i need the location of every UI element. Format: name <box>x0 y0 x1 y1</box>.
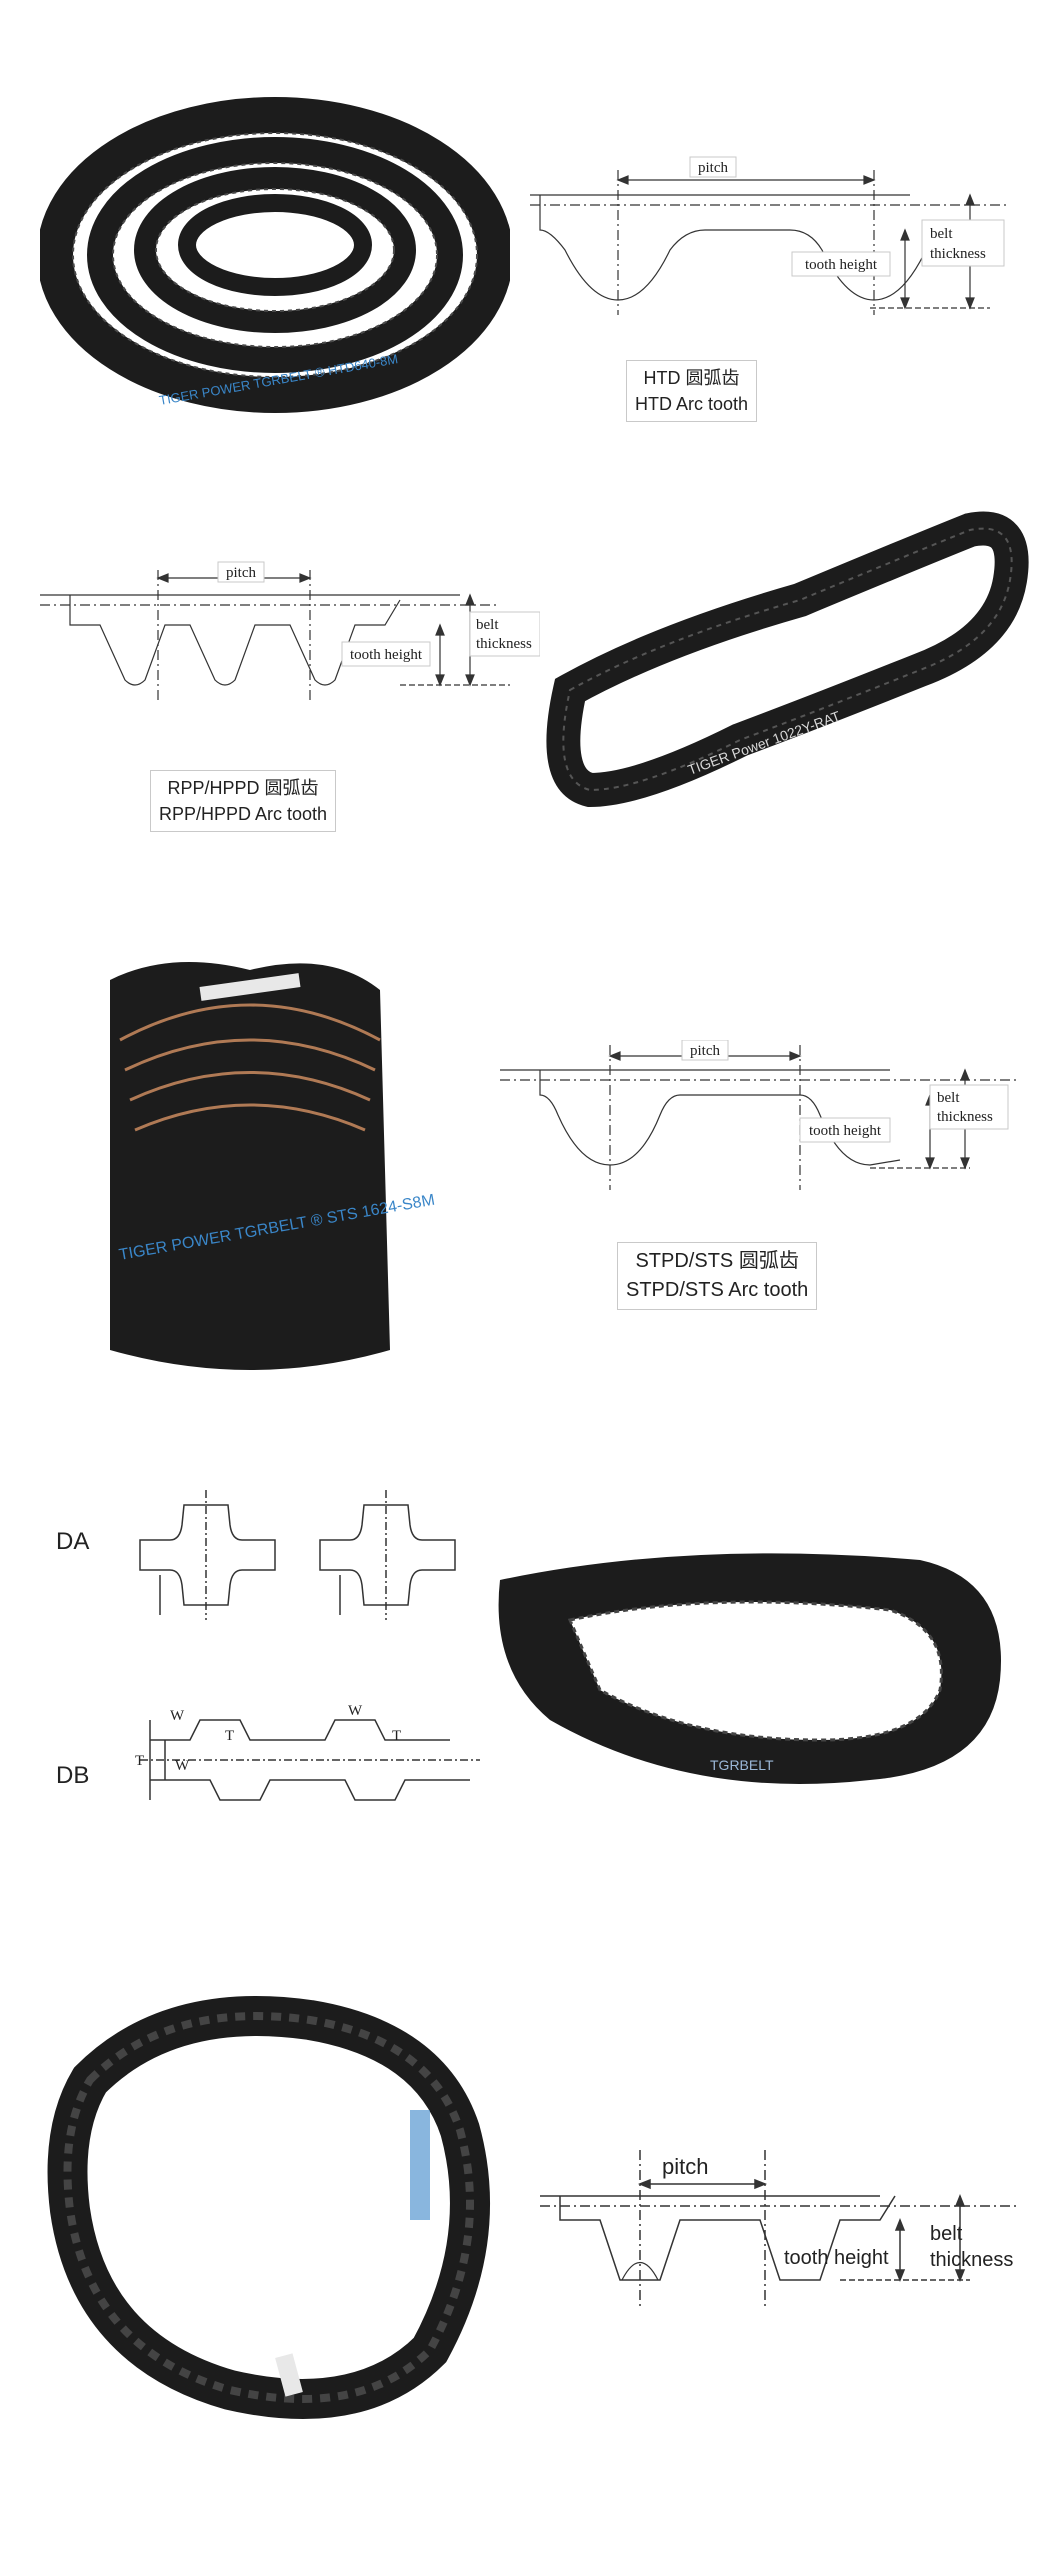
trapezoid-tooth-diagram: pitch tooth height belt thickness <box>540 2150 1020 2310</box>
rpp-tooth-diagram: pitch tooth height belt thickness <box>40 561 540 700</box>
rpp-caption-cn: RPP/HPPD 圆弧齿 <box>167 778 319 798</box>
db-t-label-3: T <box>392 1728 401 1744</box>
db-w-label-2: W <box>175 1758 190 1774</box>
trap-pitch-label: pitch <box>662 2154 708 2179</box>
trapezoid-belt-photo <box>47 1996 490 2419</box>
section-trapezoid: pitch tooth height belt thickness <box>0 1880 1060 2561</box>
htd-belt-photo: TIGER POWER TGRBELT ® HTD640-8M <box>40 97 510 413</box>
da-label: DA <box>56 1528 90 1555</box>
rpp-caption: RPP/HPPD 圆弧齿 RPP/HPPD Arc tooth <box>150 770 337 833</box>
trap-belt-label: belt <box>930 2223 963 2245</box>
sts-caption: STPD/STS 圆弧齿 STPD/STS Arc tooth <box>617 1242 818 1310</box>
htd-belt-label: belt <box>930 226 953 242</box>
section-htd: TIGER POWER TGRBELT ® HTD640-8M pitch to… <box>0 0 1060 470</box>
db-label: DB <box>56 1762 90 1789</box>
section-da-db: DA DB W T W T W T TGRBELT <box>0 1410 1060 1880</box>
htd-caption: HTD 圆弧齿 HTD Arc tooth <box>626 360 758 423</box>
db-w-label-3: W <box>348 1703 363 1719</box>
rpp-tooth-height-label: tooth height <box>350 647 423 663</box>
sts-caption-cn: STPD/STS 圆弧齿 <box>635 1250 799 1272</box>
htd-tooth-diagram: pitch tooth height belt thickness <box>530 156 1010 315</box>
htd-pitch-label: pitch <box>698 160 728 176</box>
rpp-pitch-label: pitch <box>226 565 256 581</box>
htd-thickness-label: thickness <box>930 246 986 262</box>
db-belt-print: TGRBELT <box>710 1757 774 1773</box>
da-tooth-diagram <box>139 1490 456 1620</box>
section-rpp: pitch tooth height belt thickness RPP/HP… <box>0 470 1060 890</box>
section-sts: TIGER POWER TGRBELT ® STS 1624-S8M pitch… <box>0 890 1060 1410</box>
db-t-label-1: T <box>135 1753 144 1769</box>
db-belt-photo: TGRBELT <box>498 1553 1001 1784</box>
rpp-belt-photo: TIGER Power 1022Y-RAT <box>546 511 1029 808</box>
sts-tooth-diagram: pitch tooth height belt thickness <box>500 1040 1020 1190</box>
sts-tooth-height-label: tooth height <box>809 1123 882 1139</box>
sts-belt-photo: TIGER POWER TGRBELT ® STS 1624-S8M <box>110 962 436 1370</box>
sts-caption-en: STPD/STS Arc tooth <box>626 1279 809 1301</box>
sts-belt-label: belt <box>937 1090 960 1106</box>
htd-caption-en: HTD Arc tooth <box>635 394 749 415</box>
db-tooth-diagram: W T W T W T <box>135 1703 480 1801</box>
rpp-caption-en: RPP/HPPD Arc tooth <box>159 804 328 825</box>
htd-caption-cn: HTD 圆弧齿 <box>643 368 740 388</box>
rpp-thickness-label: thickness <box>476 636 532 652</box>
trap-thickness-label: thickness <box>930 2249 1013 2271</box>
sts-pitch-label: pitch <box>690 1043 720 1059</box>
rpp-belt-label: belt <box>476 617 499 633</box>
trap-tooth-height-label: tooth height <box>784 2247 889 2269</box>
db-t-label-2: T <box>225 1728 234 1744</box>
sts-thickness-label: thickness <box>937 1109 993 1125</box>
db-w-label-1: W <box>170 1708 185 1724</box>
htd-tooth-height-label: tooth height <box>805 257 878 273</box>
